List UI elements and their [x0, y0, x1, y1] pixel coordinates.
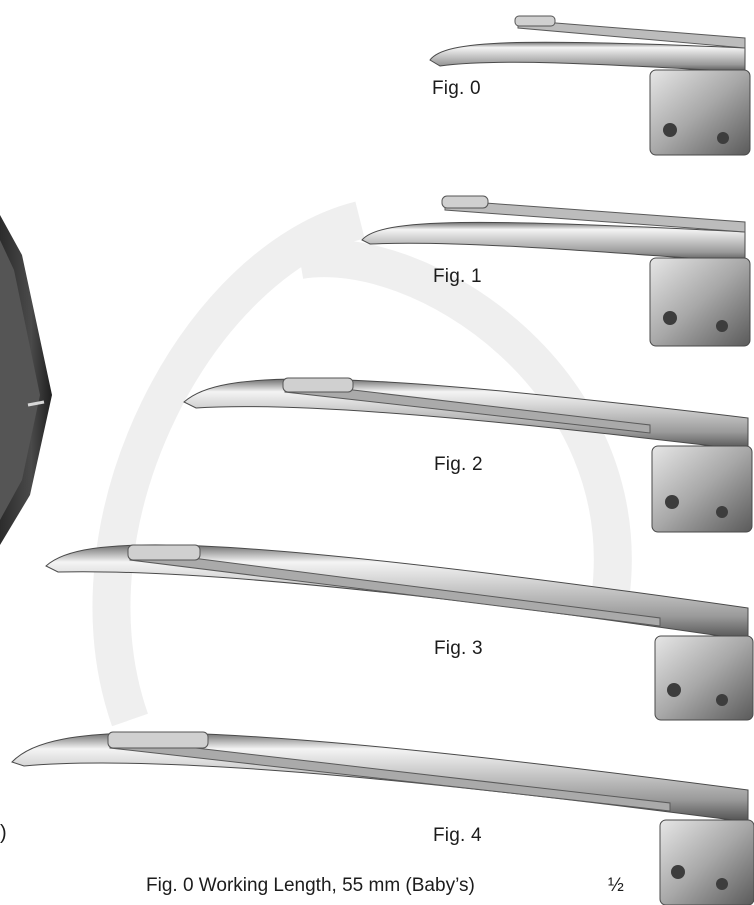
edge-text-fragment: ): [0, 822, 7, 844]
watermark-logo: [92, 201, 632, 727]
blade-fig-1: [361, 195, 751, 347]
blade-fig-0: [429, 15, 751, 156]
working-length-caption: Fig. 0 Working Length, 55 mm (Baby’s): [146, 875, 475, 896]
blade-fig-3: [45, 544, 754, 721]
scale-indicator: ½: [608, 875, 624, 896]
fig-0-label: Fig. 0: [432, 78, 481, 99]
blade-fig-2: [183, 377, 753, 533]
blade-fig-4: [11, 731, 754, 905]
fig-4-label: Fig. 4: [433, 825, 482, 846]
fig-1-label: Fig. 1: [433, 266, 482, 287]
instrument-case: [0, 215, 52, 545]
fig-3-label: Fig. 3: [434, 638, 483, 659]
fig-2-label: Fig. 2: [434, 454, 483, 475]
